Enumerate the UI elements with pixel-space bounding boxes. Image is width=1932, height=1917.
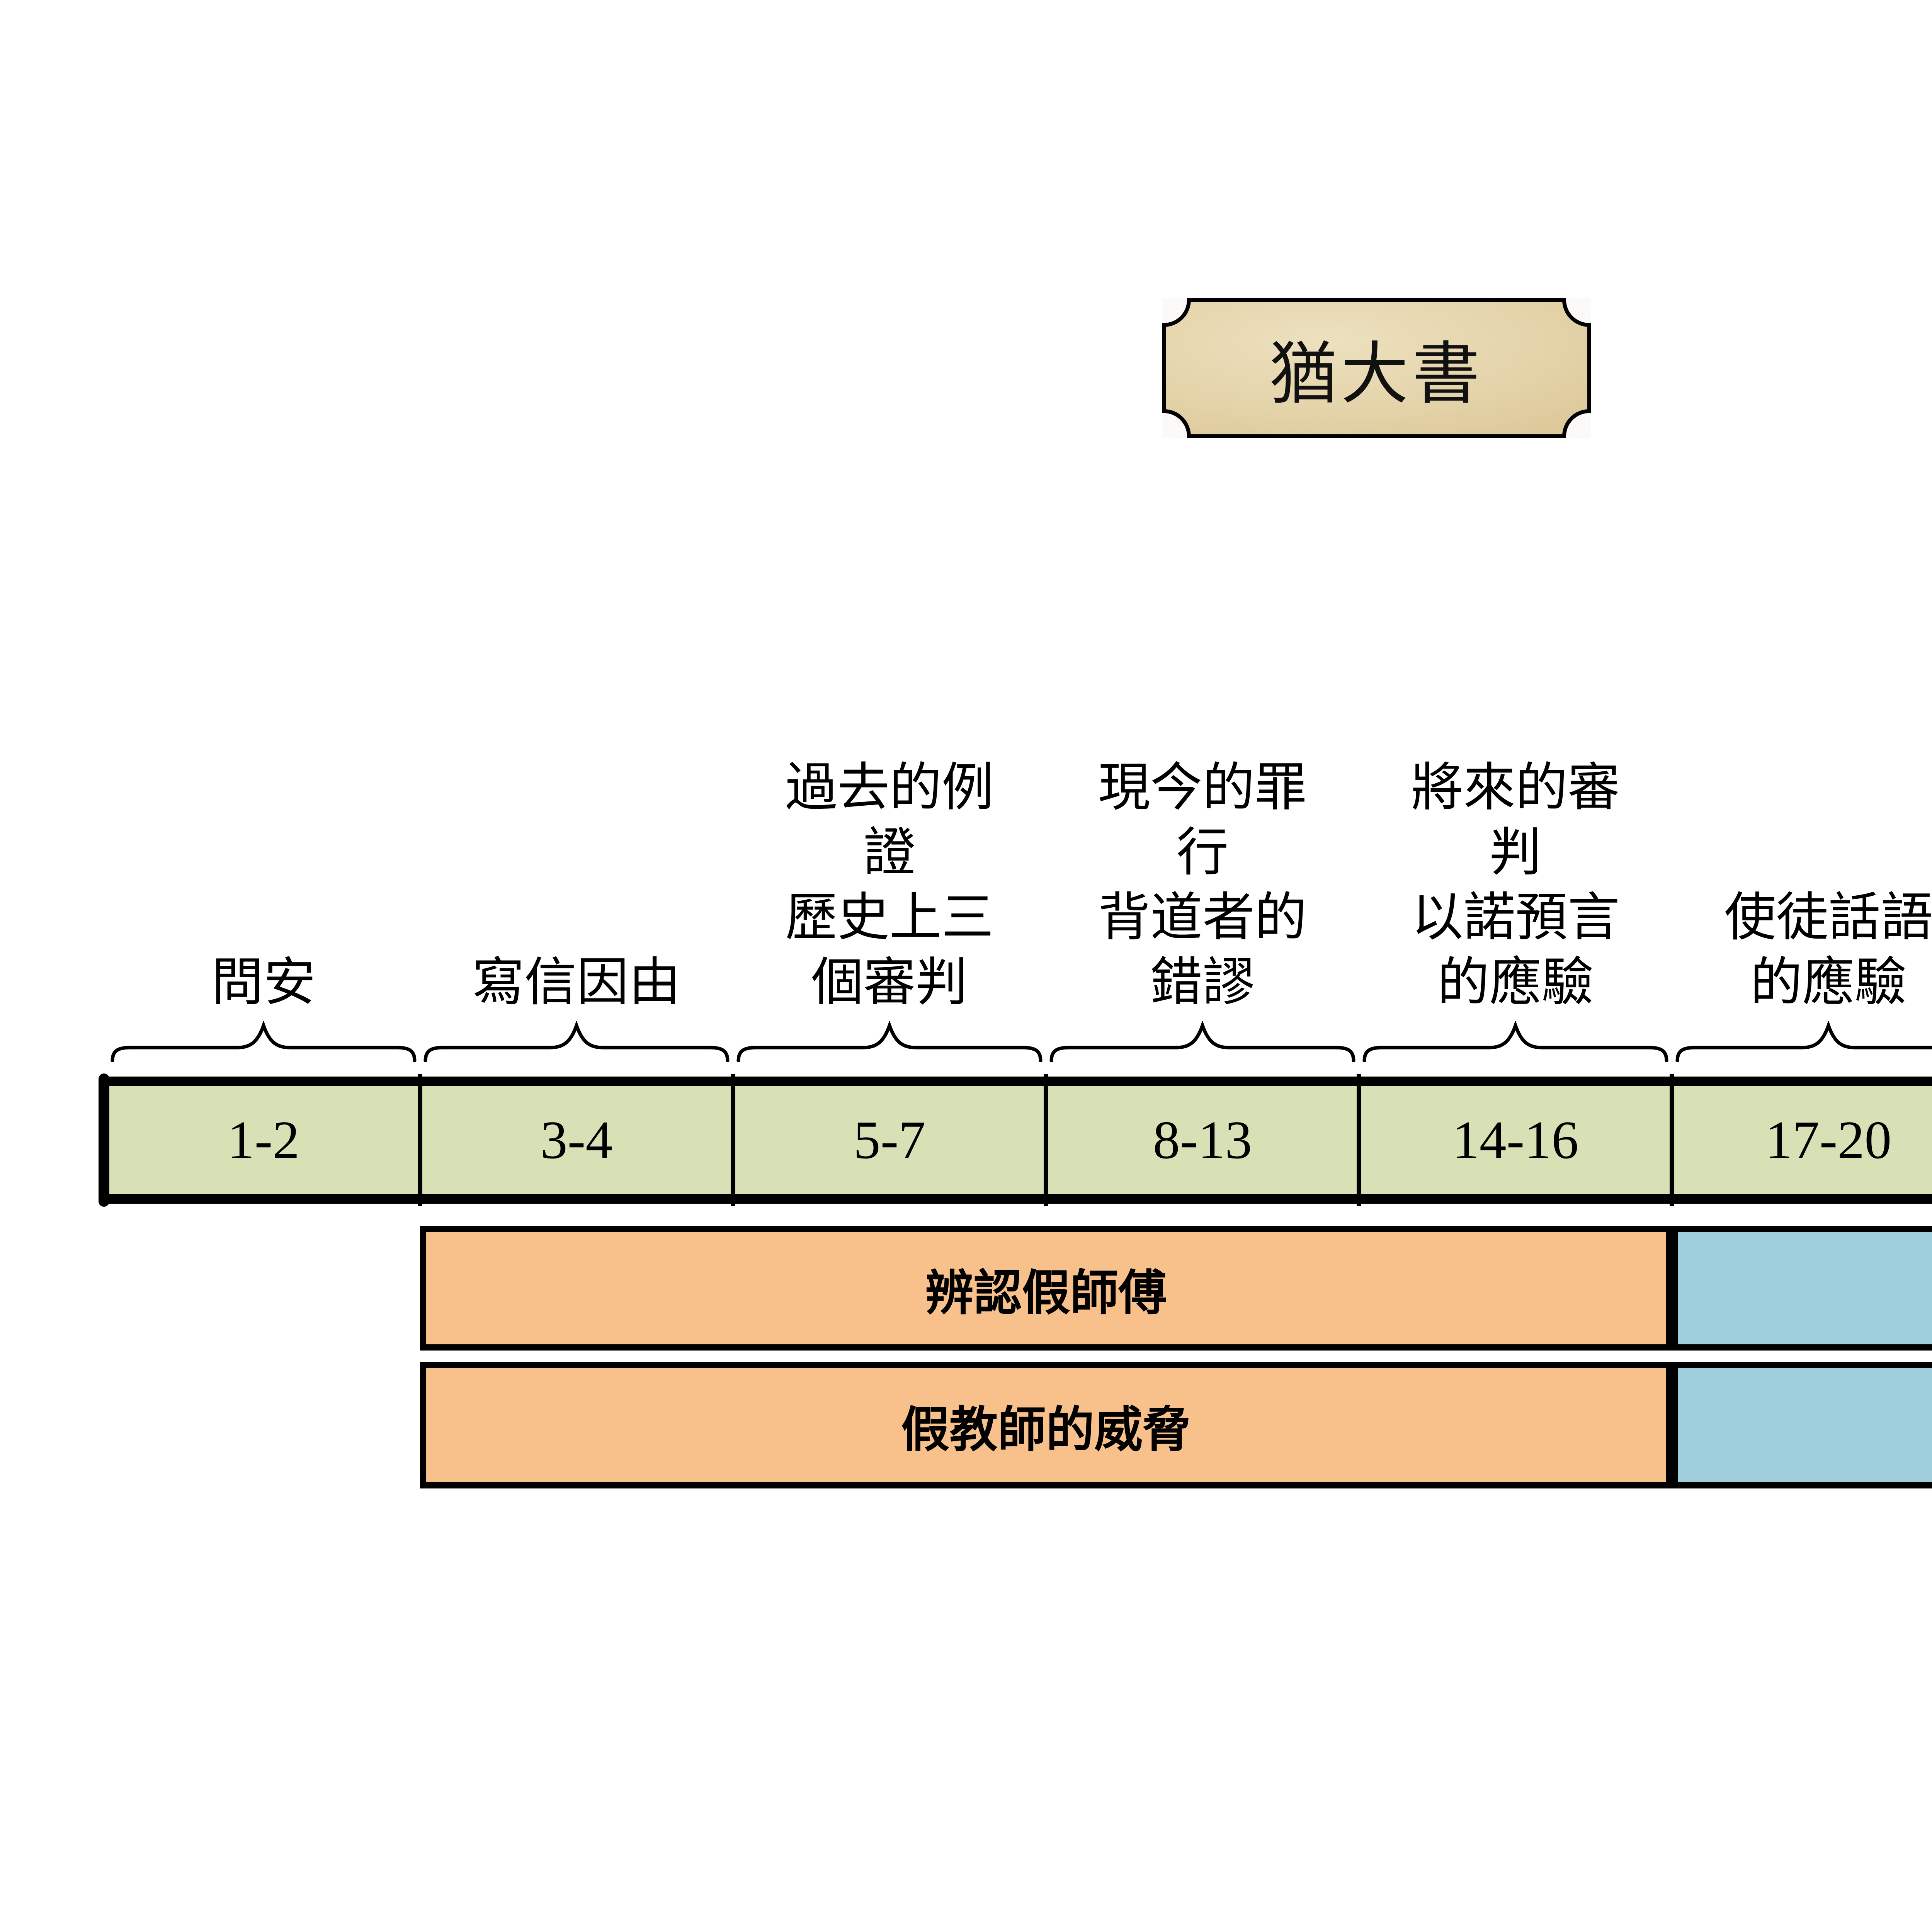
chapter-cell-1: 1-2 <box>227 1110 300 1170</box>
timeline-divider <box>418 1074 422 1206</box>
chapter-cell-5: 14-16 <box>1452 1110 1579 1170</box>
section-label-apostles-words: 使徒話語 的應驗 <box>1724 889 1932 1012</box>
timeline-divider <box>1670 1074 1674 1206</box>
timeline-band <box>109 1086 1932 1194</box>
timeline-divider <box>731 1074 735 1206</box>
overbrace-section-3 <box>736 1021 1043 1062</box>
overbrace-section-4 <box>1049 1021 1355 1062</box>
page-title: 猶大書 <box>1269 337 1484 412</box>
timeline-bottom-edge <box>100 1194 1932 1204</box>
overbrace-section-2 <box>423 1021 730 1062</box>
band-false-teachers-identify: 辨認假師傅 <box>420 1226 1672 1351</box>
section-label-reason: 寫信因由 <box>472 954 681 1012</box>
timeline-divider <box>1044 1074 1048 1206</box>
timeline-divider <box>1357 1074 1361 1206</box>
overbrace-section-5 <box>1362 1021 1668 1062</box>
timeline-left-cap <box>99 1073 109 1207</box>
band-false-teachers-threat: 假教師的威脅 <box>420 1362 1672 1488</box>
chapter-cell-4: 8-13 <box>1153 1110 1252 1170</box>
band-true-believers-identify: 辨認真信徒 <box>1672 1226 1932 1351</box>
chapter-cell-6: 17-20 <box>1765 1110 1892 1170</box>
plaque-shape-icon <box>1162 298 1591 438</box>
overbrace-section-1 <box>111 1021 417 1062</box>
section-label-past-examples: 過去的例 證 歷史上三 個審判 <box>785 759 994 1012</box>
chapter-cell-2: 3-4 <box>540 1110 613 1170</box>
section-label-greeting: 問安 <box>211 954 316 1012</box>
overbrace-section-6 <box>1675 1021 1932 1062</box>
section-label-present-sins: 現今的罪 行 背道者的 錯謬 <box>1098 759 1307 1012</box>
section-label-future-judgment: 將來的審 判 以諾預言 的應驗 <box>1411 759 1620 1012</box>
timeline-top-edge <box>100 1077 1932 1086</box>
chapter-cell-3: 5-7 <box>853 1110 926 1170</box>
title-plaque: 猶大書 <box>1162 298 1591 438</box>
band-defend-truth-duty: 維護真理的責任 <box>1672 1362 1932 1488</box>
